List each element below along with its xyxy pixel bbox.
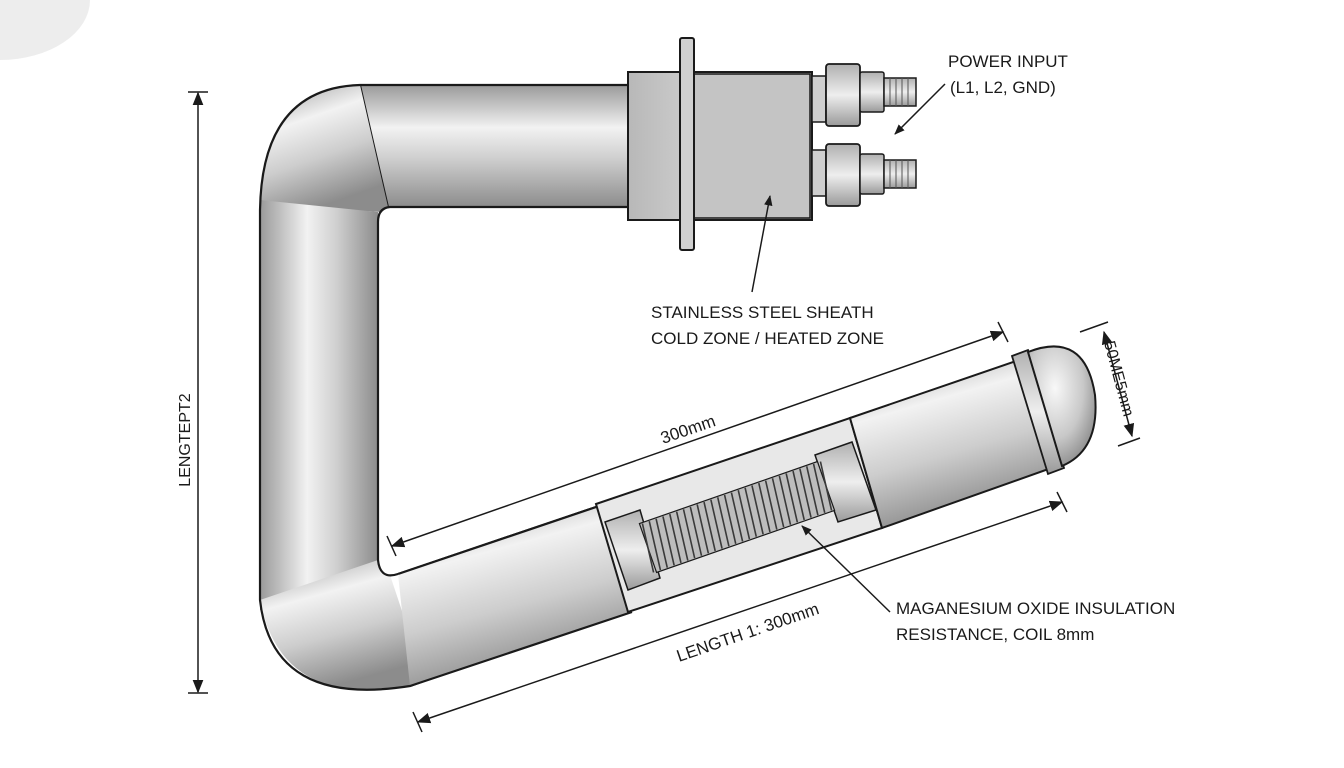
terminal-housing	[627, 37, 813, 251]
leader-power-input	[894, 83, 946, 135]
dim-vertical-label: LENGTEPT2	[177, 393, 194, 486]
dimension-vertical	[188, 91, 208, 694]
terminal-stud-upper	[811, 63, 917, 127]
dimension-lower	[412, 491, 1068, 733]
sheath-tube	[258, 83, 641, 691]
dim-diameter-label: 50ME5mm	[1100, 339, 1136, 418]
leader-sheath	[751, 194, 773, 293]
power-input-sublabel: (L1, L2, GND)	[950, 78, 1056, 97]
mounting-flange	[679, 37, 695, 251]
sheath-label: STAINLESS STEEL SHEATH	[651, 303, 874, 322]
cutaway-section	[594, 416, 884, 614]
heated-end	[848, 345, 1097, 530]
corner-shadow	[0, 0, 90, 60]
zone-label: COLD ZONE / HEATED ZONE	[651, 329, 884, 348]
coil-label: RESISTANCE, COIL 8mm	[896, 625, 1094, 644]
insulation-label: MAGANESIUM OXIDE INSULATION	[896, 599, 1175, 618]
power-input-label: POWER INPUT	[948, 52, 1068, 71]
leader-insulation	[801, 525, 891, 613]
dimension-diameter	[1079, 321, 1141, 447]
terminal-stud-lower	[811, 143, 917, 207]
